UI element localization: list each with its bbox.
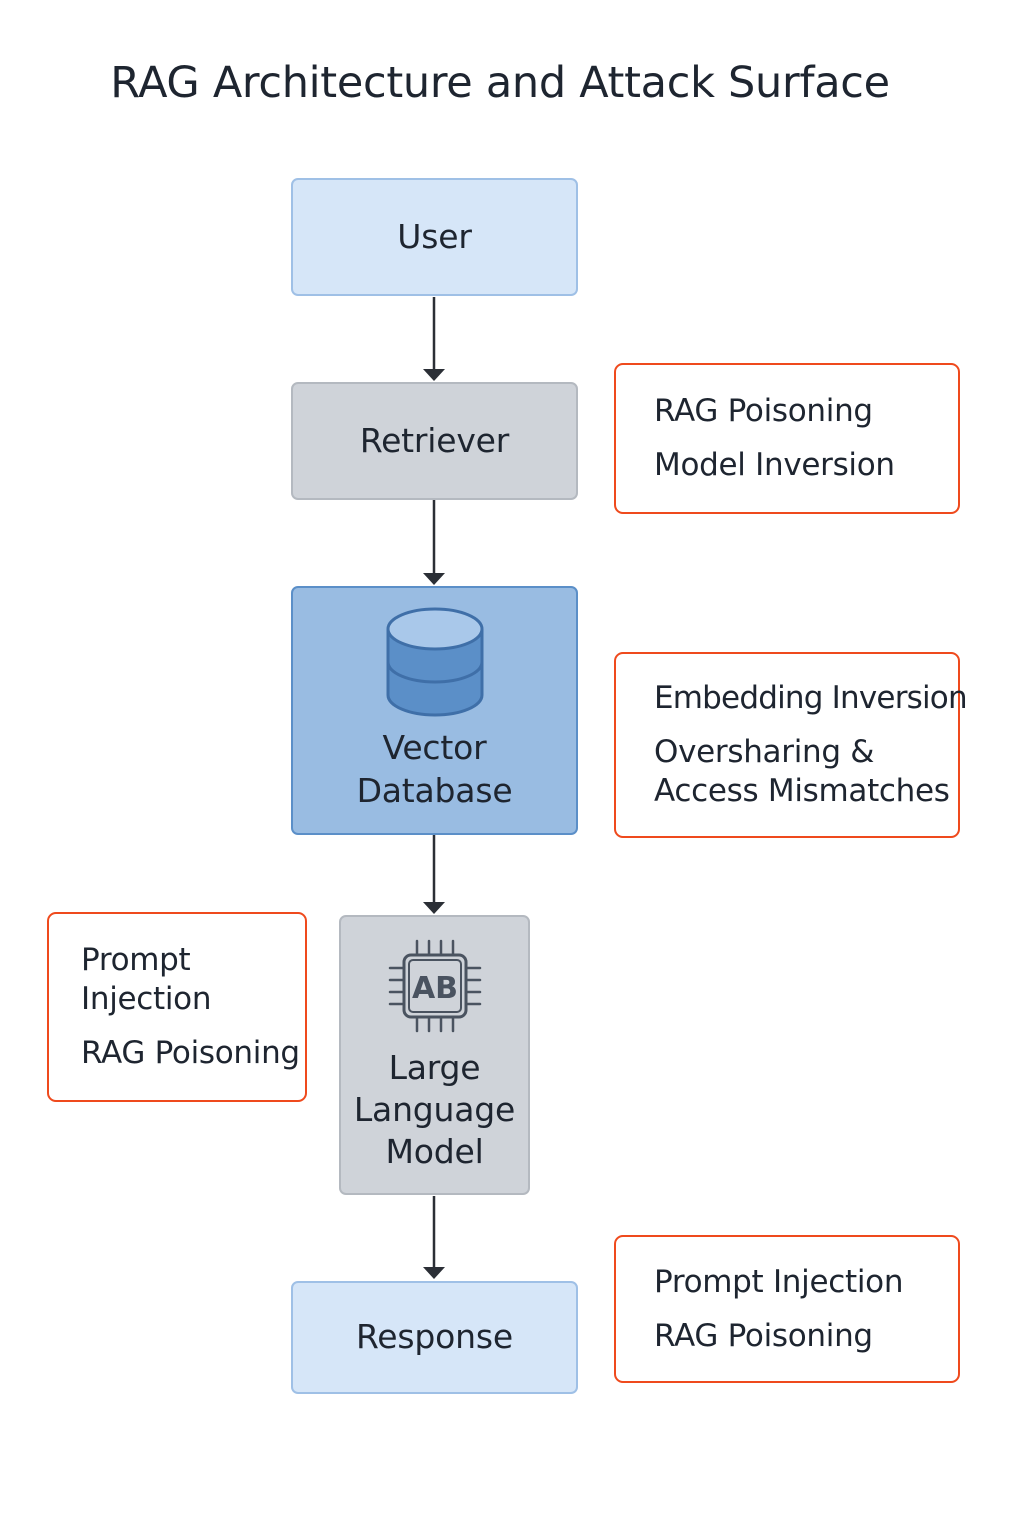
vector-database-node: Vector Database xyxy=(291,586,578,835)
llm-label-line1: Large xyxy=(388,1047,481,1087)
attack-item: Model Inversion xyxy=(654,447,895,483)
database-icon xyxy=(386,607,483,717)
attack-item: RAG Poisoning xyxy=(81,1034,300,1071)
vector-database-label-line2: Database xyxy=(356,770,513,810)
diagram-title: RAG Architecture and Attack Surface xyxy=(110,58,890,108)
retriever-node: Retriever xyxy=(291,382,578,500)
attack-item: Prompt Injection xyxy=(654,1263,904,1300)
response-node: Response xyxy=(291,1281,578,1394)
attack-box-retriever: RAG Poisoning Model Inversion xyxy=(614,363,960,514)
attack-item: Embedding Inversion xyxy=(654,680,968,717)
attack-item: RAG Poisoning xyxy=(654,1317,873,1354)
attack-box-llm: Prompt Injection RAG Poisoning xyxy=(47,912,307,1102)
response-node-label: Response xyxy=(356,1317,513,1357)
attack-item: Oversharing & Access Mismatches xyxy=(654,734,950,809)
attack-box-vector-database: Embedding Inversion Oversharing & Access… xyxy=(614,652,968,838)
arrowhead-llm xyxy=(423,902,445,914)
llm-node: AB Large Language Model xyxy=(339,915,530,1195)
arrowhead-vector-db xyxy=(423,573,445,585)
arrowhead-response xyxy=(423,1267,445,1279)
user-node-label: User xyxy=(397,216,472,256)
vector-database-label-line1: Vector xyxy=(382,728,487,768)
arrowhead-retriever xyxy=(423,369,445,381)
llm-label-line3: Model xyxy=(385,1132,484,1172)
chip-icon: AB xyxy=(388,939,481,1032)
llm-label-line2: Language xyxy=(353,1089,516,1129)
attack-box-response: Prompt Injection RAG Poisoning xyxy=(614,1235,960,1383)
retriever-node-label: Retriever xyxy=(359,420,510,460)
chip-text: AB xyxy=(411,971,457,1006)
attack-item: Prompt Injection xyxy=(81,942,212,1018)
attack-item: RAG Poisoning xyxy=(654,393,873,430)
user-node: User xyxy=(291,178,578,296)
